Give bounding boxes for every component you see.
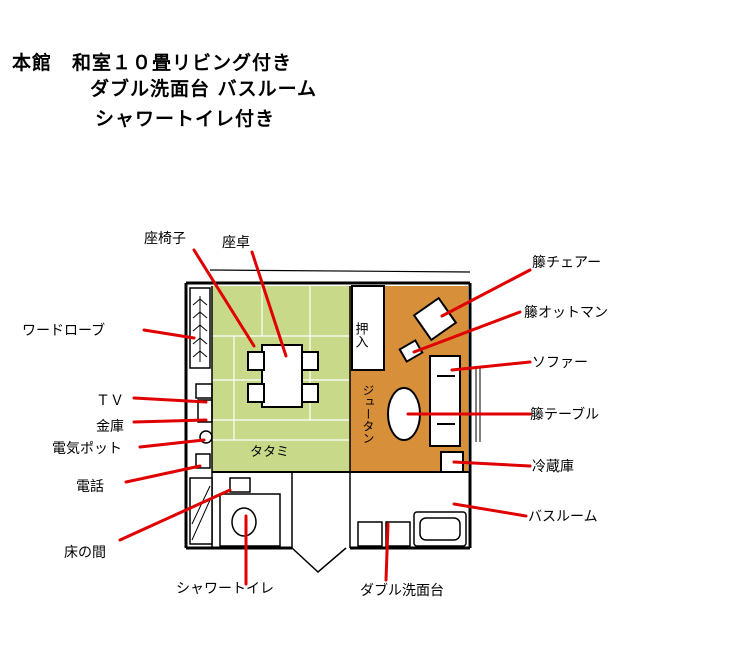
label-phone: 電話 [76,479,104,495]
tatami-text: タタミ [250,445,289,460]
rattan-ottoman [398,339,424,363]
balcony-line [209,269,471,273]
label-wardrobe: ワードローブ [22,323,106,339]
label-zaisu: 座椅子 [144,231,186,247]
label-rattan-ottoman: 籐オットマン [524,305,608,321]
label-fridge: 冷蔵庫 [532,459,574,475]
rattan-chair [412,296,458,342]
title-line-3: シャワートイレ付き [95,108,276,130]
label-tokonoma: 床の間 [64,545,106,561]
title-line-1: 本館 和室１０畳リビング付き [12,52,293,74]
label-safe: 金庫 [96,419,124,435]
label-tv: ＴＶ [96,393,124,409]
jutan-text: ジュータン [361,384,375,444]
low-table [261,344,303,408]
floor-chairs [247,351,319,403]
label-rattan-chair: 籐チェアー [532,255,602,271]
label-bathroom: バスルーム [528,509,598,525]
toilet [219,477,281,547]
oshiire [351,285,385,371]
bathtub [413,511,467,547]
label-toilet: シャワートイレ [176,581,274,597]
label-washbasin: ダブル洗面台 [360,583,444,599]
oshiire-text: 押入 [353,322,369,348]
double-washbasin [357,521,411,547]
label-pot: 電気ポット [52,441,122,457]
wardrobe [189,287,211,369]
label-zataku: 座卓 [222,235,250,251]
label-sofa: ソファー [532,355,588,371]
title-line-2: ダブル洗面台 バスルーム [90,78,318,100]
label-rattan-table: 籐テーブル [530,407,600,423]
pointer-lines [118,248,532,586]
